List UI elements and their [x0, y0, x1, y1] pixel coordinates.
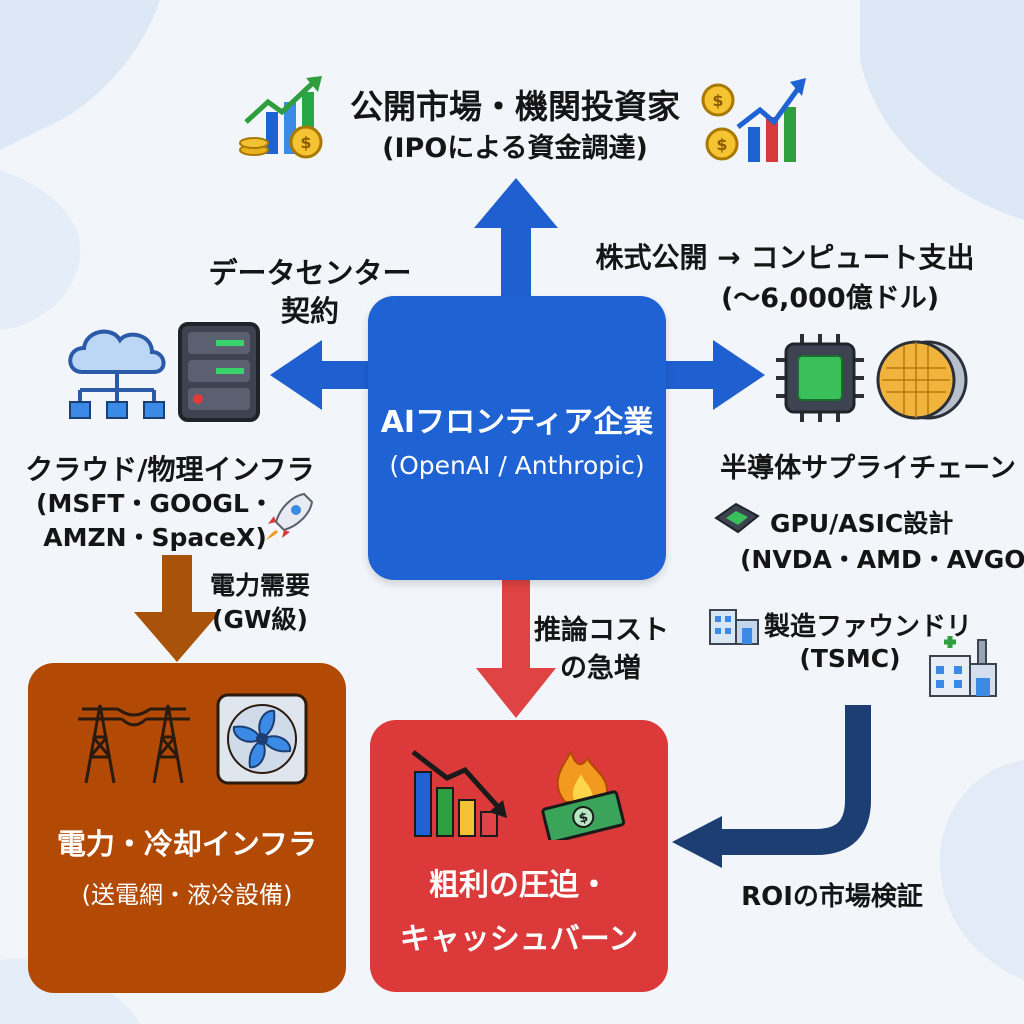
svg-text:$: $ — [712, 91, 723, 110]
datacenter-contract-label-line1: データセンター — [208, 256, 412, 290]
datacenter-contract-label-line2: 契約 — [280, 294, 339, 328]
cloud-network-icon — [68, 329, 166, 419]
server-rack-icon — [178, 322, 260, 422]
svg-text:$: $ — [716, 135, 727, 154]
burning-money-icon: $ — [541, 749, 626, 840]
inference-cost-label-line2: の急増 — [560, 653, 641, 684]
rocket-icon — [266, 492, 314, 540]
arrow-roi — [672, 705, 871, 868]
ai-frontier-title: AIフロンティア企業 — [380, 404, 654, 440]
margin-icons: $ — [407, 742, 631, 840]
margin-pressure-line2: キャッシュバーン — [399, 922, 639, 957]
arrow-left — [270, 340, 370, 410]
compute-spend-label-line1: 株式公開 → コンピュート支出 — [595, 241, 975, 274]
investment-growth-icon: $ — [239, 76, 323, 159]
gpu-design-title: GPU/ASIC設計 — [770, 509, 954, 538]
semiconductor-title: 半導体サプライチェーン — [720, 453, 1016, 484]
roi-validation-label: ROIの市場検証 — [741, 882, 923, 912]
compute-spend-label-line2: (〜6,000億ドル) — [720, 283, 940, 314]
margin-pressure-box: $ 粗利の圧迫・ キャッシュバーン — [370, 720, 668, 992]
market-growth-icon: $ $ — [701, 78, 806, 162]
svg-text:$: $ — [300, 133, 311, 152]
foundry-title: 製造ファウンドリ — [764, 612, 973, 642]
factory-icon — [929, 636, 997, 697]
margin-pressure-line1: 粗利の圧迫・ — [429, 868, 609, 903]
cloud-title: クラウド/物理インフラ — [25, 453, 315, 486]
declining-chart-icon — [411, 750, 507, 837]
silicon-wafer-icon — [876, 340, 968, 420]
arrow-up — [474, 178, 558, 300]
arrow-right — [665, 340, 765, 410]
foundry-building-icon — [709, 609, 759, 645]
power-cooling-title: 電力・冷却インフラ — [56, 827, 318, 861]
arrow-down-power — [134, 555, 220, 662]
power-icons — [64, 691, 310, 787]
inference-cost-label-line1: 推論コスト — [534, 615, 669, 646]
gpu-design-subtitle: (NVDA・AMD・AVGO) — [740, 545, 1024, 574]
ai-frontier-subtitle: (OpenAI / Anthropic) — [389, 450, 645, 480]
power-cooling-subtitle: (送電網・液冷設備) — [81, 881, 293, 909]
svg-text:$: $ — [577, 810, 589, 827]
cooling-fan-icon — [216, 693, 308, 785]
cloud-line3: AMZN・SpaceX) — [43, 523, 267, 552]
power-demand-label-line1: 電力需要 — [209, 571, 310, 600]
power-demand-label-line2: (GW級) — [212, 605, 308, 634]
power-cooling-box: 電力・冷却インフラ (送電網・液冷設備) — [28, 663, 346, 993]
investors-title: 公開市場・機関投資家 — [350, 87, 680, 126]
foundry-subtitle: (TSMC) — [799, 644, 901, 673]
investors-subtitle: (IPOによる資金調達) — [382, 133, 648, 164]
gpu-chip-icon — [714, 502, 760, 534]
cloud-line2: (MSFT・GOOGL・ — [36, 489, 274, 518]
transmission-tower-icon — [78, 704, 190, 784]
arrow-down-inference — [476, 580, 556, 718]
chip-icon — [776, 334, 864, 422]
ai-frontier-box: AIフロンティア企業 (OpenAI / Anthropic) — [368, 296, 666, 580]
